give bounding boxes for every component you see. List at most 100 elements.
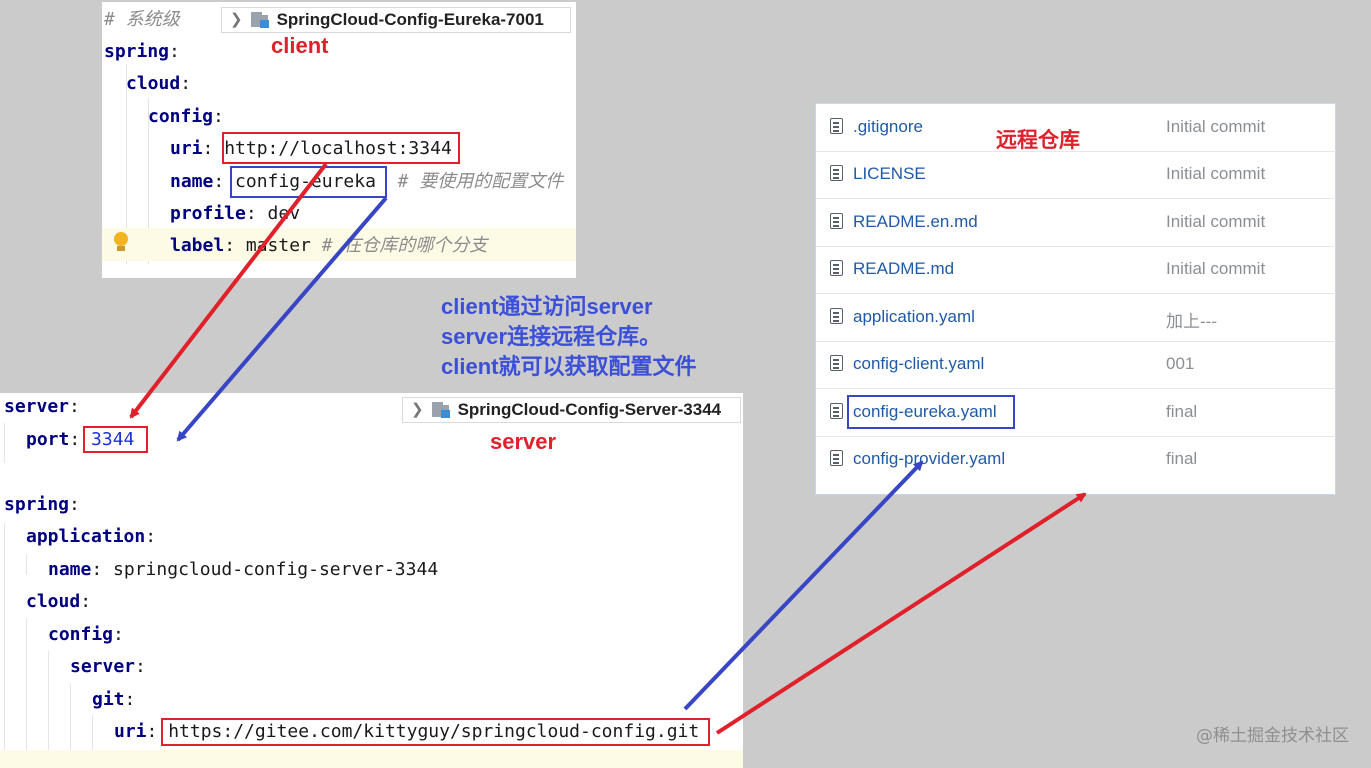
yaml-key: server: [70, 656, 136, 677]
current-line-highlight: [0, 750, 743, 768]
module-folder-icon: [431, 402, 452, 418]
indent-guide: [4, 523, 5, 768]
yaml-key: git: [92, 689, 125, 710]
uri-value: http://localhost:3344: [224, 138, 452, 159]
file-name[interactable]: README.en.md: [853, 212, 978, 231]
yaml-key: profile: [170, 203, 246, 224]
file-name[interactable]: config-provider.yaml: [853, 449, 1006, 468]
yaml-line-config: config:: [148, 106, 224, 127]
file-name[interactable]: README.md: [853, 259, 955, 278]
yaml-key: uri: [114, 721, 147, 742]
file-name[interactable]: config-eureka.yaml: [853, 402, 997, 421]
name-value: springcloud-config-server-3344: [113, 559, 439, 580]
file-icon: [830, 165, 843, 181]
indent-guide: [70, 683, 71, 768]
label-comment: # 在仓库的哪个分支: [321, 235, 488, 256]
client-uri-highlight: [222, 132, 460, 164]
yaml-key: cloud: [126, 73, 181, 94]
breadcrumb-label: SpringCloud-Config-Eureka-7001: [276, 10, 544, 29]
commit-message[interactable]: Initial commit: [1166, 259, 1266, 278]
commit-message[interactable]: Initial commit: [1166, 212, 1266, 231]
breadcrumb-label: SpringCloud-Config-Server-3344: [457, 400, 722, 419]
yaml-key: config: [148, 106, 214, 127]
yaml-line-spring: spring:: [104, 41, 180, 62]
yaml-line-uri: uri: http://localhost:3344: [170, 138, 452, 159]
explanation-note: client通过访问server server连接远程仓库。 client就可以…: [441, 292, 696, 382]
file-name[interactable]: .gitignore: [853, 117, 923, 136]
repo-file-row[interactable]: README.en.md Initial commit: [816, 199, 1336, 247]
git-uri-value: https://gitee.com/kittyguy/springcloud-c…: [168, 721, 700, 742]
label-value: master: [245, 235, 311, 256]
indent-guide: [26, 555, 27, 575]
file-icon: [830, 118, 843, 134]
file-name[interactable]: config-client.yaml: [853, 354, 985, 373]
file-name[interactable]: application.yaml: [853, 307, 975, 326]
yaml-key: server: [4, 396, 70, 417]
yaml-line-label: label: master # 在仓库的哪个分支: [170, 235, 488, 256]
yaml-key: application: [26, 526, 146, 547]
lightbulb-icon[interactable]: [114, 232, 128, 246]
yaml-line-git: git:: [92, 689, 136, 710]
yaml-line-port: port: 3344: [26, 429, 135, 450]
server-config-panel: server: port: 3344 spring: application: …: [0, 393, 743, 768]
file-icon: [830, 450, 843, 466]
note-line: client就可以获取配置文件: [441, 354, 697, 379]
port-value: 3344: [91, 429, 135, 450]
yaml-line-name: name: springcloud-config-server-3344: [48, 559, 439, 580]
commit-message[interactable]: 001: [1166, 354, 1195, 373]
yaml-line-application: application:: [26, 526, 157, 547]
yaml-line-uri: uri: https://gitee.com/kittyguy/springcl…: [114, 721, 700, 742]
commit-message[interactable]: Initial commit: [1166, 117, 1266, 136]
arrow-server-git-to-repo: [715, 492, 1087, 735]
remote-repo-tag: 远程仓库: [996, 129, 1080, 152]
name-comment: # 要使用的配置文件: [397, 171, 564, 192]
repo-config-eureka-highlight: [847, 395, 1015, 429]
file-name[interactable]: LICENSE: [853, 164, 926, 183]
yaml-key: name: [170, 171, 214, 192]
yaml-key: name: [48, 559, 92, 580]
yaml-key: uri: [170, 138, 203, 159]
comment-line: # 系统级: [104, 9, 180, 30]
repo-file-row[interactable]: .gitignore Initial commit: [816, 104, 1336, 152]
yaml-line-cloud: cloud:: [26, 591, 92, 612]
commit-message[interactable]: final: [1166, 402, 1198, 421]
yaml-key: spring: [104, 41, 170, 62]
indent-guide: [126, 64, 127, 264]
remote-repo-file-list: .gitignore Initial commit LICENSE Initia…: [815, 103, 1336, 495]
server-tag: server: [490, 429, 557, 454]
watermark: @稀土掘金技术社区: [1196, 726, 1349, 746]
yaml-key: port: [26, 429, 70, 450]
commit-message[interactable]: 加上---: [1166, 312, 1217, 331]
module-folder-icon: [250, 12, 271, 28]
client-breadcrumb[interactable]: ❯ SpringCloud-Config-Eureka-7001: [221, 7, 571, 33]
file-icon: [830, 355, 843, 371]
repo-file-row[interactable]: config-eureka.yaml final: [816, 389, 1336, 437]
yaml-line-profile: profile: dev: [170, 203, 301, 224]
file-icon: [830, 403, 843, 419]
repo-file-row[interactable]: application.yaml 加上---: [816, 294, 1336, 342]
repo-file-row[interactable]: README.md Initial commit: [816, 246, 1336, 294]
repo-file-row[interactable]: config-provider.yaml final: [816, 436, 1336, 483]
yaml-key: label: [170, 235, 225, 256]
yaml-line-spring: spring:: [4, 494, 80, 515]
chevron-right-icon: ❯: [230, 11, 243, 28]
server-port-highlight: [83, 426, 148, 453]
indent-guide: [26, 619, 27, 768]
server-git-uri-highlight: [161, 718, 710, 746]
yaml-key: cloud: [26, 591, 81, 612]
note-line: server连接远程仓库。: [441, 324, 662, 349]
repo-file-row[interactable]: config-client.yaml 001: [816, 341, 1336, 389]
yaml-line-cloud: cloud:: [126, 73, 192, 94]
commit-message[interactable]: final: [1166, 449, 1198, 468]
commit-message[interactable]: Initial commit: [1166, 164, 1266, 183]
indent-guide: [92, 715, 93, 768]
indent-guide: [4, 423, 5, 463]
indent-guide: [48, 651, 49, 768]
yaml-key: config: [48, 624, 114, 645]
repo-file-row[interactable]: LICENSE Initial commit: [816, 151, 1336, 199]
file-icon: [830, 308, 843, 324]
yaml-key: spring: [4, 494, 70, 515]
server-breadcrumb[interactable]: ❯ SpringCloud-Config-Server-3344: [402, 397, 741, 423]
file-icon: [830, 213, 843, 229]
client-tag: client: [271, 33, 329, 58]
